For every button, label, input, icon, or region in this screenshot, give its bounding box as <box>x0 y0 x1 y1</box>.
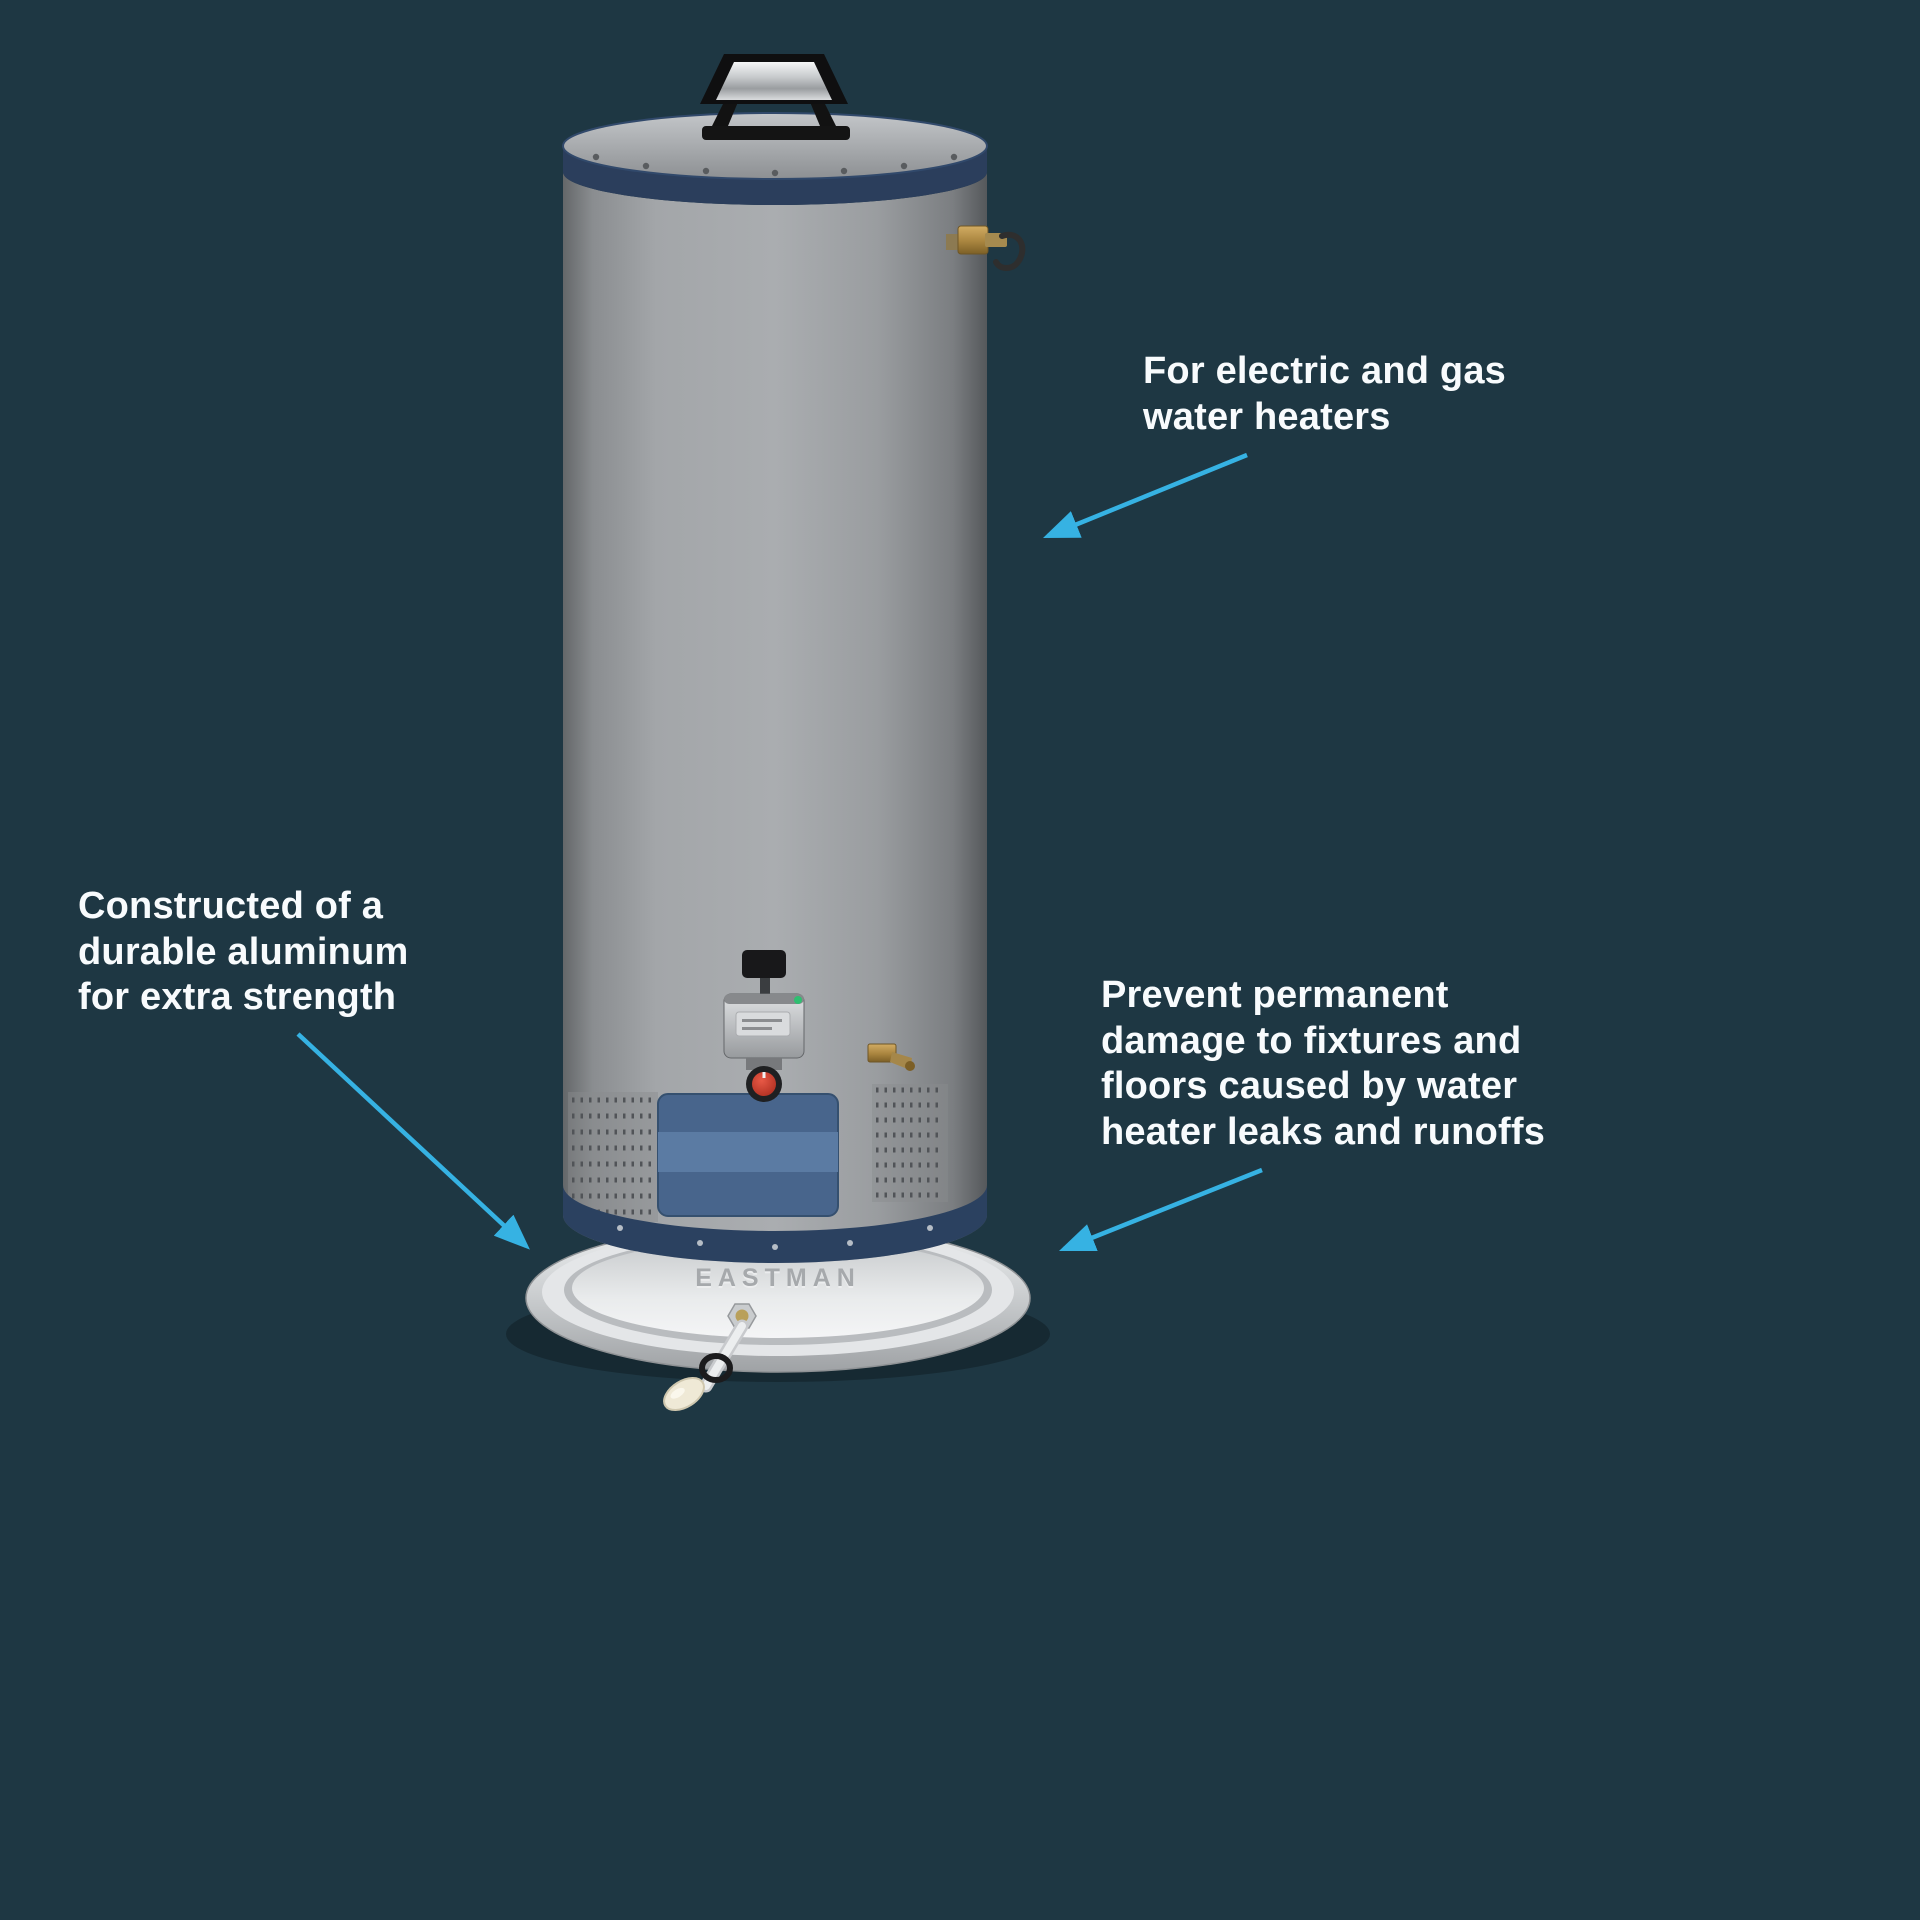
vent-grille-left <box>568 1092 658 1222</box>
vent-grille-right <box>872 1084 948 1202</box>
bottom-band-bolts <box>617 1225 933 1250</box>
drain-pan <box>525 1223 1031 1373</box>
drain-cap <box>663 1376 705 1412</box>
callout-aluminum: Constructed of a durable aluminum for ex… <box>78 885 409 1019</box>
pan-brand-text: EASTMAN <box>695 1264 861 1292</box>
callout-arrow-prevent-damage <box>1058 1167 1263 1252</box>
temperature-pressure-valve <box>946 225 1026 271</box>
gas-control-valve <box>723 950 805 1102</box>
callout-prevent-damage: Prevent permanent damage to fixtures and… <box>1101 974 1546 1153</box>
tank-bottom-band <box>563 1185 987 1263</box>
hose-o-ring <box>699 1353 733 1383</box>
pan-brand: EASTMAN EASTMAN <box>695 1264 861 1294</box>
top-rim-bolts <box>592 153 958 177</box>
callout-electric-gas: For electric and gas water heaters <box>1143 350 1507 438</box>
callout-arrow-electric-gas <box>1042 452 1248 539</box>
pan-drain-fitting <box>727 1303 757 1329</box>
rating-label-panel <box>657 1093 839 1217</box>
status-led <box>794 996 802 1004</box>
vent-cap <box>700 54 850 140</box>
drain-hose <box>699 1319 749 1393</box>
tank-body <box>563 172 987 1263</box>
drain-valve <box>867 1043 915 1071</box>
callout-arrow-aluminum <box>296 1032 530 1250</box>
pan-brand-text-emboss: EASTMAN <box>695 1266 861 1294</box>
tank-top-rim <box>562 112 988 205</box>
